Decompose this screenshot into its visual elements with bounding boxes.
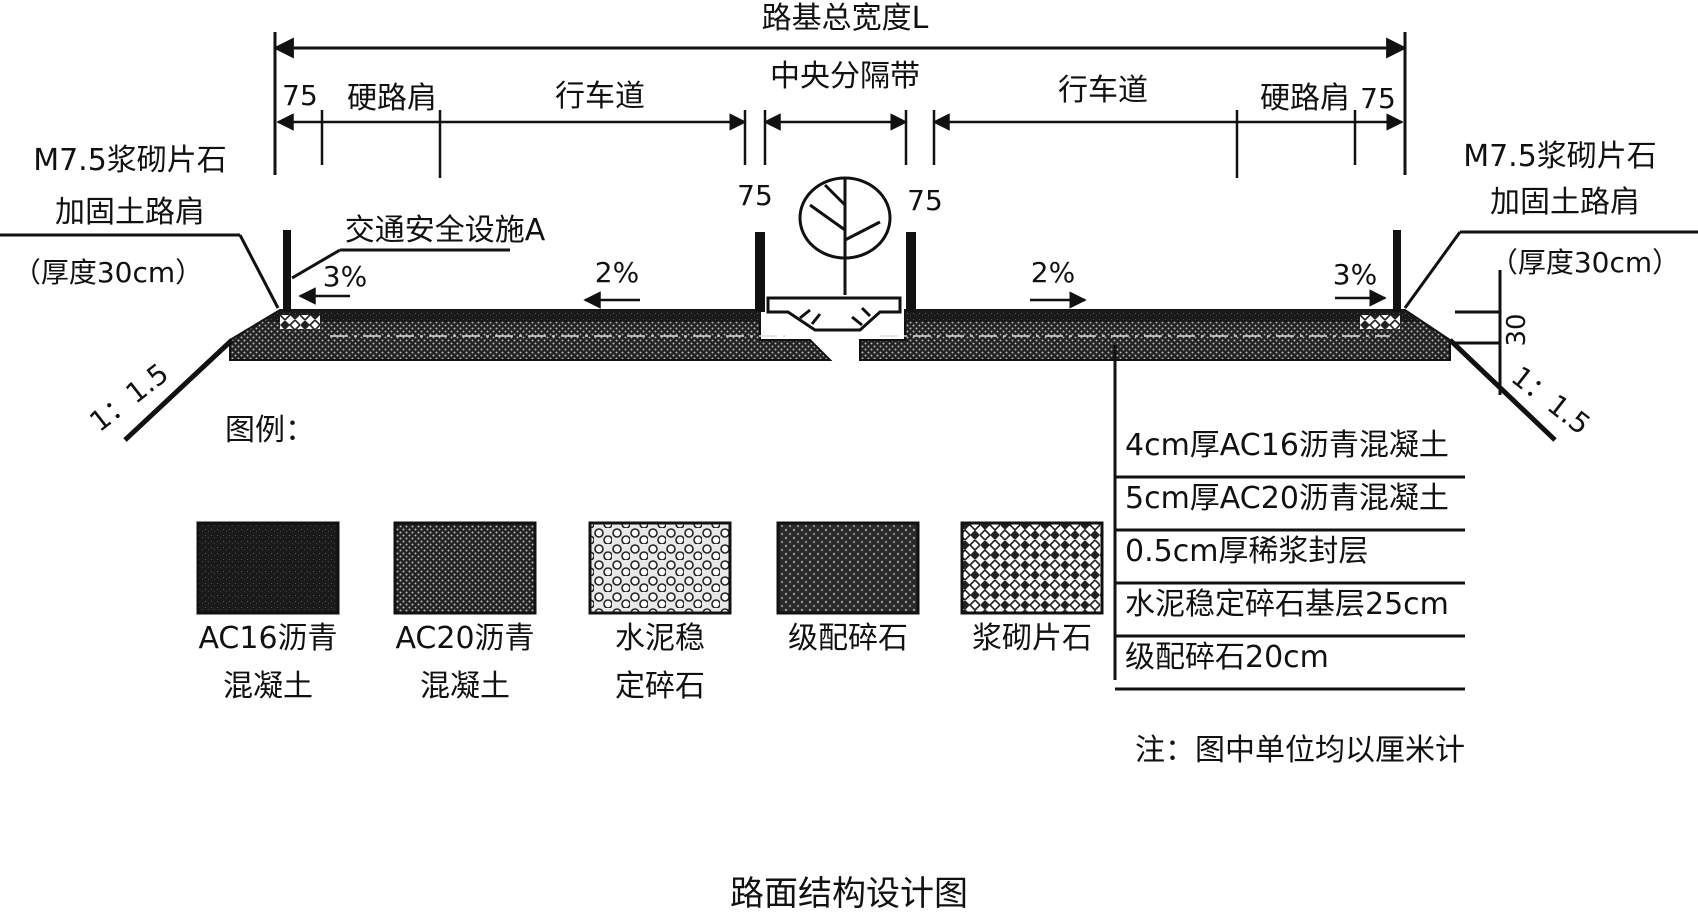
left-callout-line1: M7.5浆砌片石 <box>33 143 227 178</box>
legend-swatch-gravel <box>776 521 920 615</box>
thickness-right: 30 <box>1502 313 1532 346</box>
median-label: 中央分隔带 <box>770 59 920 94</box>
legend-swatch-cement <box>588 521 732 615</box>
road-cross-section <box>123 176 1557 680</box>
slope-arrows <box>298 287 1387 309</box>
segment-dimension-line <box>276 110 1404 178</box>
left-shoulder-label: 硬路肩 <box>347 81 437 116</box>
slope-right-lane: 2% <box>1031 256 1075 289</box>
caption: 路面结构设计图 <box>730 874 968 912</box>
side-slope-right: 1：1.5 <box>1505 360 1597 442</box>
median-left-gap: 75 <box>737 179 773 212</box>
left-lane-label: 行车道 <box>555 79 645 114</box>
left-callout-line3: （厚度30cm） <box>13 256 203 289</box>
legend-swatch-ac16 <box>196 521 340 615</box>
layer-label: 5cm厚AC20沥青混凝土 <box>1125 481 1449 516</box>
layer-label: 0.5cm厚稀浆封层 <box>1125 534 1368 569</box>
callout-leaders <box>0 230 1698 395</box>
right-lane-label: 行车道 <box>1058 73 1148 108</box>
legend-label-line2: 定碎石 <box>615 669 705 704</box>
left-callout-line2: 加固土路肩 <box>55 195 205 230</box>
legend-label-line1: 级配碎石 <box>788 621 908 656</box>
slope-right-shoulder: 3% <box>1333 258 1377 291</box>
side-slope-left: 1：1.5 <box>83 357 175 439</box>
right-callout-line2: 加固土路肩 <box>1490 185 1640 220</box>
slope-left-lane: 2% <box>595 256 639 289</box>
right-callout-line1: M7.5浆砌片石 <box>1463 139 1657 174</box>
right-callout-line3: （厚度30cm） <box>1490 246 1680 279</box>
legend-swatch-masonry <box>960 521 1104 615</box>
legend-title: 图例： <box>225 413 315 448</box>
median-right-gap: 75 <box>907 184 943 217</box>
legend-label-line1: AC16沥青 <box>198 621 337 656</box>
legend-label-line2: 混凝土 <box>420 669 510 704</box>
legend: AC16沥青混凝土AC20沥青混凝土水泥稳定碎石级配碎石浆砌片石 <box>196 521 1104 704</box>
right-shoulder-label: 硬路肩 <box>1260 81 1350 116</box>
right-edge-width: 75 <box>1360 82 1396 115</box>
total-width-dimension <box>272 32 1408 175</box>
legend-label-line2: 混凝土 <box>223 669 313 704</box>
left-edge-width: 75 <box>282 79 318 112</box>
legend-label-line1: 浆砌片石 <box>972 621 1092 656</box>
legend-label-line1: AC20沥青 <box>395 621 534 656</box>
legend-swatch-ac20 <box>393 521 537 615</box>
note: 注：图中单位均以厘米计 <box>1135 733 1465 768</box>
facility-label: 交通安全设施A <box>345 213 546 248</box>
layer-label: 水泥稳定碎石基层25cm <box>1125 587 1449 622</box>
layer-label: 级配碎石20cm <box>1125 640 1329 675</box>
layer-list: 4cm厚AC16沥青混凝土 5cm厚AC20沥青混凝土 0.5cm厚稀浆封层水泥稳定… <box>1115 428 1465 691</box>
slope-left-shoulder: 3% <box>323 260 367 293</box>
total-width-label: 路基总宽度L <box>762 1 929 36</box>
legend-label-line1: 水泥稳 <box>615 621 705 656</box>
layer-label: 4cm厚AC16沥青混凝土 <box>1125 428 1449 463</box>
